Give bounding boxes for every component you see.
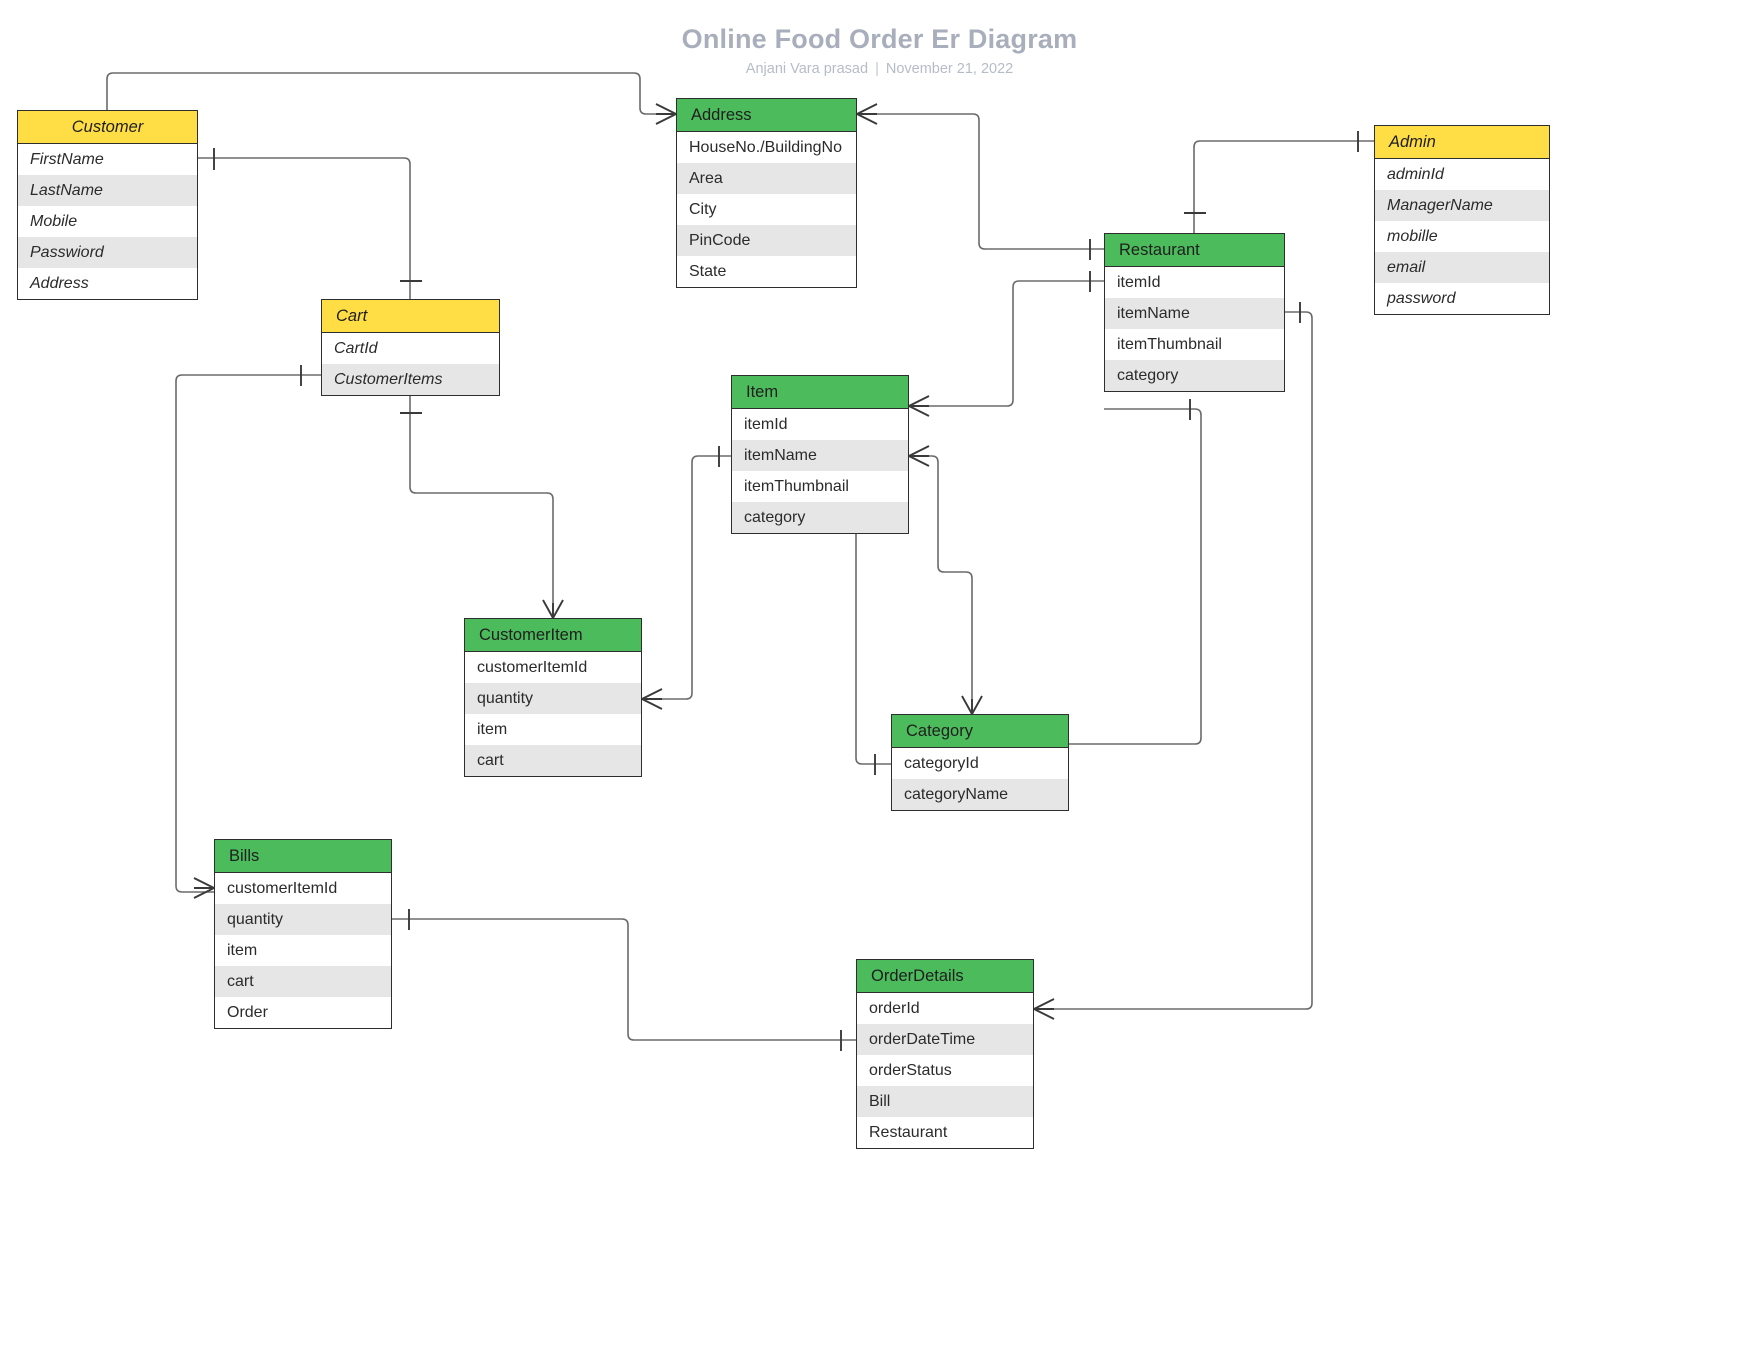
crowfoot-address — [655, 103, 677, 125]
attribute-row[interactable]: customerItemId — [227, 880, 338, 897]
link-address-restaurant — [857, 113, 1104, 250]
entity-title-customer: Customer — [18, 111, 197, 144]
entity-customeritem[interactable]: CustomerItem customerItemId quantity item ca… — [464, 618, 642, 777]
attribute-row[interactable]: email — [1375, 252, 1549, 283]
attribute-row[interactable]: itemName — [732, 440, 908, 471]
attribute-row[interactable]: item — [477, 721, 508, 738]
attribute-row[interactable]: ManagerName — [1375, 190, 1549, 221]
attribute-row[interactable]: itemId — [744, 416, 788, 433]
link-customeritem-item — [642, 455, 731, 700]
crowfoot-item-category-b — [961, 695, 983, 715]
attribute-row[interactable]: Area — [677, 163, 856, 194]
entity-title-category: Category — [892, 715, 1068, 748]
attribute-row[interactable]: orderId — [869, 1000, 920, 1017]
attribute-row[interactable]: mobille — [1387, 228, 1438, 245]
entity-title-cart: Cart — [322, 300, 499, 333]
attribute-row[interactable]: category — [732, 502, 908, 533]
attribute-row[interactable]: category — [1105, 360, 1284, 391]
diagram-date: November 21, 2022 — [885, 61, 1014, 77]
attribute-row[interactable]: CartId — [334, 340, 378, 357]
attribute-row[interactable]: orderStatus — [869, 1062, 952, 1079]
attribute-row[interactable]: itemId — [1117, 274, 1161, 291]
attribute-row[interactable]: Passwiord — [18, 237, 197, 268]
entity-title-customeritem: CustomerItem — [465, 619, 641, 652]
entity-category[interactable]: Category categoryId categoryName — [891, 714, 1069, 811]
link-customer-cart — [198, 157, 411, 299]
attribute-row[interactable]: categoryName — [892, 779, 1068, 810]
link-category-restaurant — [1069, 408, 1202, 745]
attribute-row[interactable]: LastName — [18, 175, 197, 206]
diagram-byline: Anjani Vara prasad | November 21, 2022 — [0, 61, 1759, 77]
link-item-restaurant — [909, 280, 1104, 407]
crowfoot-orderdetails — [1033, 998, 1055, 1020]
attribute-row[interactable]: HouseNo./BuildingNo — [689, 139, 842, 156]
attribute-row[interactable]: PinCode — [677, 225, 856, 256]
entity-title-item: Item — [732, 376, 908, 409]
entity-title-restaurant: Restaurant — [1105, 234, 1284, 267]
entity-item[interactable]: Item itemId itemName itemThumbnail category — [731, 375, 909, 534]
entity-orderdetails[interactable]: OrderDetails orderId orderDateTime orderSta… — [856, 959, 1034, 1149]
attribute-row[interactable]: adminId — [1387, 166, 1444, 183]
entity-restaurant[interactable]: Restaurant itemId itemName itemThumbnail cat… — [1104, 233, 1285, 392]
attribute-row[interactable]: item — [227, 942, 258, 959]
entity-title-bills: Bills — [215, 840, 391, 873]
attribute-row[interactable]: itemThumbnail — [1117, 336, 1222, 353]
page-title: Online Food Order Er Diagram — [681, 24, 1078, 54]
link-orderdetails-restaurant — [1034, 311, 1313, 1010]
link-bills-orderdetails — [392, 918, 856, 1041]
entity-title-address: Address — [677, 99, 856, 132]
attribute-row[interactable]: categoryId — [904, 755, 979, 772]
entity-title-orderdetails: OrderDetails — [857, 960, 1033, 993]
attribute-row[interactable]: State — [689, 263, 727, 280]
entity-title-admin: Admin — [1375, 126, 1549, 159]
attribute-row[interactable]: cart — [215, 966, 391, 997]
attribute-row[interactable]: City — [689, 201, 717, 218]
link-restaurant-admin — [1193, 140, 1374, 233]
crowfoot-address-restaurant — [856, 103, 878, 125]
crowfoot-item-category-a — [908, 445, 930, 467]
byline-separator: | — [875, 61, 879, 77]
author-name: Anjani Vara prasad — [745, 61, 869, 77]
attribute-row[interactable]: Order — [227, 1004, 268, 1021]
attribute-row[interactable]: FirstName — [30, 151, 104, 168]
attribute-row[interactable]: Restaurant — [869, 1124, 948, 1141]
crowfoot-item-restaurant — [908, 395, 930, 417]
attribute-row[interactable]: orderDateTime — [857, 1024, 1033, 1055]
link-customer-address — [106, 72, 676, 115]
attribute-row[interactable]: customerItemId — [477, 659, 588, 676]
attribute-row[interactable]: Address — [30, 275, 89, 292]
attribute-row[interactable]: itemThumbnail — [744, 478, 849, 495]
attribute-row[interactable]: Mobile — [30, 213, 78, 230]
attribute-row[interactable]: quantity — [465, 683, 641, 714]
link-item-category — [909, 455, 973, 714]
crowfoot-customeritem-item — [641, 688, 663, 710]
attribute-row[interactable]: Bill — [857, 1086, 1033, 1117]
attribute-row[interactable]: itemName — [1105, 298, 1284, 329]
attribute-row[interactable]: cart — [465, 745, 641, 776]
attribute-row[interactable]: CustomerItems — [322, 364, 499, 395]
attribute-row[interactable]: password — [1387, 290, 1456, 307]
crowfoot-customeritem — [542, 599, 564, 619]
crowfoot-bills — [193, 877, 215, 899]
link-cart-customeritem — [409, 392, 554, 618]
attribute-row[interactable]: quantity — [215, 904, 391, 935]
link-cart-bills — [175, 374, 321, 893]
